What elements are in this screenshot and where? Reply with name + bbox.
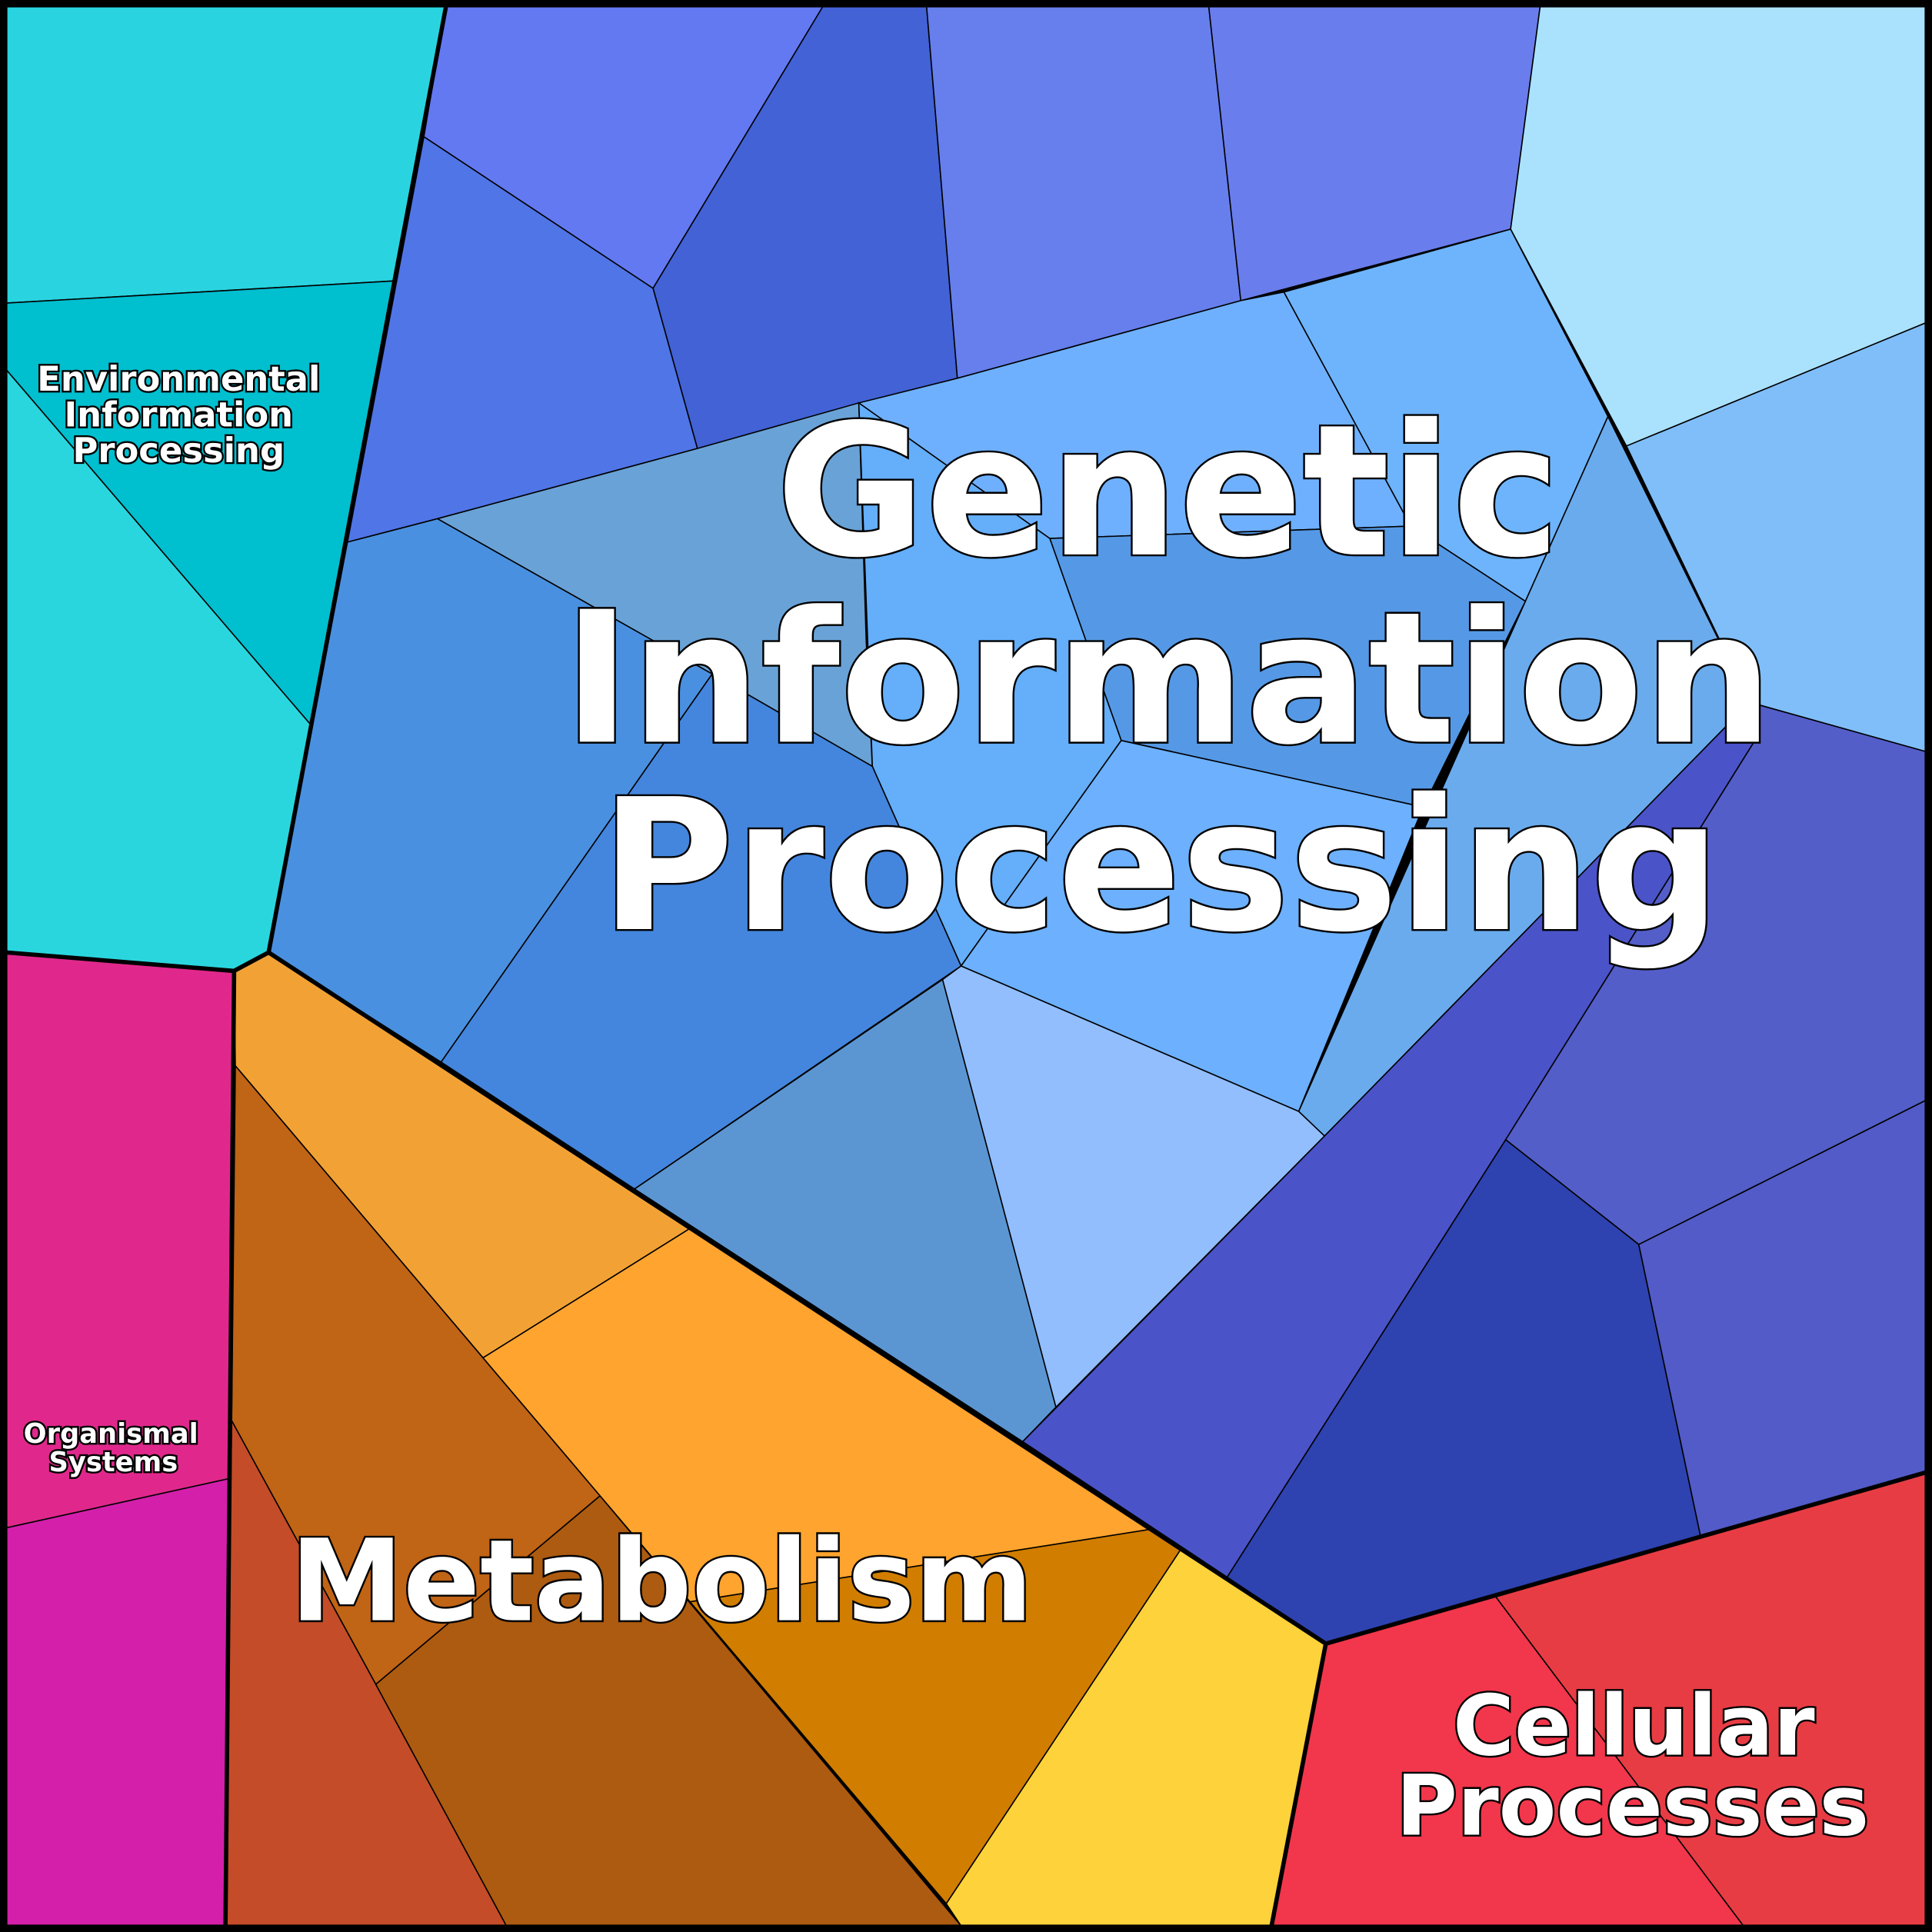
border-env-genetic [266, 5, 448, 953]
label-cellular-1: Cellular [1453, 1677, 1815, 1774]
label-genetic-1: Genetic [776, 385, 1561, 598]
label-organismal-2: Systems [49, 1447, 178, 1478]
label-genetic-3: Processing [601, 760, 1721, 972]
label-cellular-2: Processes [1396, 1757, 1869, 1854]
label-genetic-2: Information [563, 572, 1773, 784]
genetic-cell [941, 965, 1326, 1409]
border-organismal-metabolism [223, 971, 237, 1927]
label-env-1: Environmental [37, 358, 320, 399]
environmental-cell [5, 5, 447, 304]
label-env-2: Information [65, 394, 294, 435]
label-organismal-1: Organismal [24, 1418, 198, 1450]
label-env-3: Processing [73, 430, 285, 471]
labels: Environmental Information Processing Gen… [22, 356, 1870, 1856]
organismal-cell [5, 1477, 230, 1927]
border-cellular-genetic [1325, 1470, 1927, 1646]
label-metabolism: Metabolism [291, 1515, 1034, 1647]
border-metabolism [267, 951, 1328, 1927]
